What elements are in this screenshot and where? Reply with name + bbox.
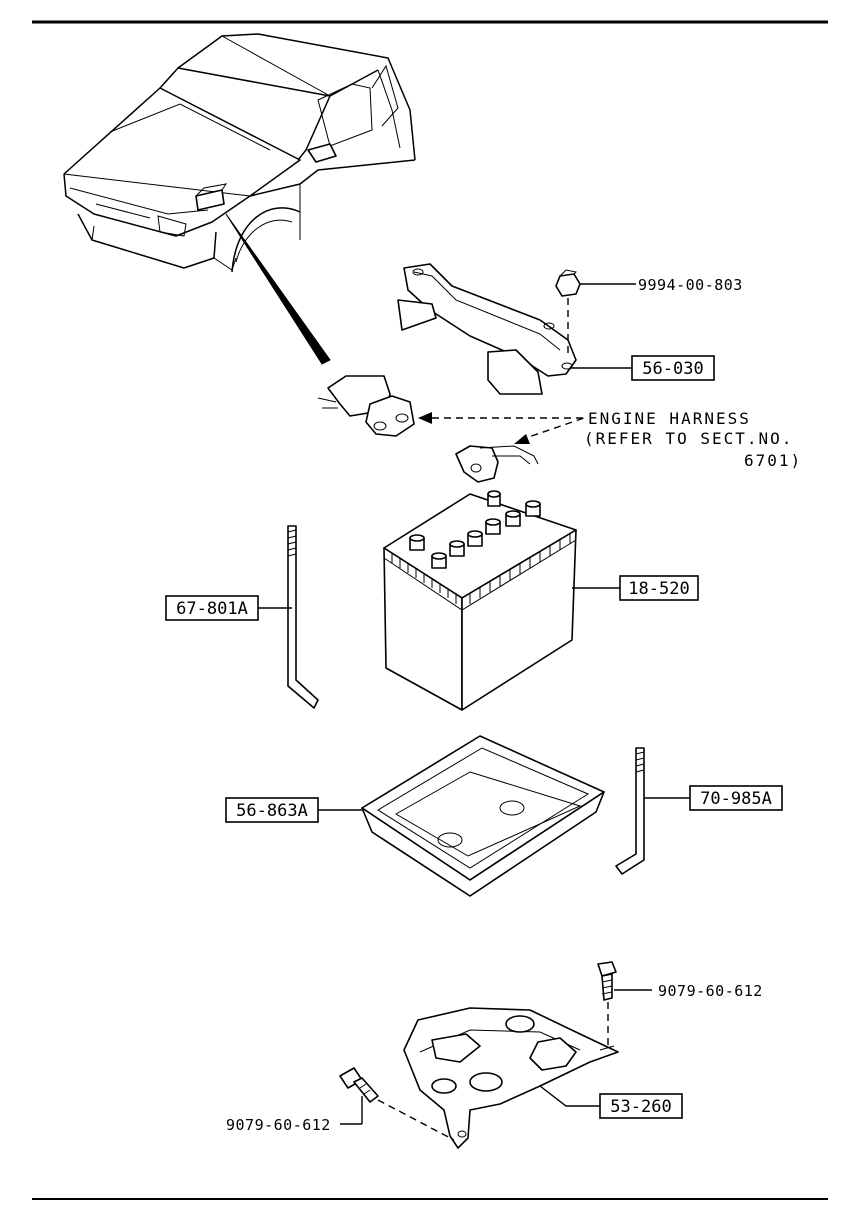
callout-hold-rod-right-text: 70-985A <box>700 789 772 809</box>
terminal-clamp-part <box>455 445 539 483</box>
callout-battery-clamp: 56-030 <box>631 355 715 381</box>
callout-hold-rod-left-text: 67-801A <box>176 599 248 619</box>
harness-arrow-1 <box>418 412 432 424</box>
callout-hold-rod-right: 70-985A <box>689 785 783 811</box>
callout-battery-tray-text: 56-863A <box>236 801 308 821</box>
callout-bolt-left: 9079-60-612 <box>226 1116 331 1134</box>
battery-cell-caps <box>409 490 541 569</box>
note-line-2: (REFER TO SECT.NO. <box>584 429 793 448</box>
note-line-1: ENGINE HARNESS <box>588 409 751 428</box>
harness-arrow-2 <box>514 434 530 444</box>
callout-hold-rod-left: 67-801A <box>165 595 259 621</box>
nut-part <box>555 269 581 354</box>
tray-bracket-part <box>403 1007 619 1149</box>
leader-lines <box>258 283 690 1125</box>
car-illustration <box>63 33 416 273</box>
callout-battery-text: 18-520 <box>628 579 689 599</box>
callout-tray-bracket-text: 53-260 <box>610 1097 671 1117</box>
callout-battery: 18-520 <box>619 575 699 601</box>
battery-clamp-part <box>397 263 577 395</box>
battery-part <box>383 490 577 711</box>
harness-leader-2 <box>519 417 585 441</box>
hold-rod-right-part <box>615 747 645 875</box>
callout-tray-bracket: 53-260 <box>599 1093 683 1119</box>
pointer-wedge <box>225 213 331 365</box>
terminal-cover-part <box>317 375 415 437</box>
bolt-left-part <box>339 1067 455 1141</box>
battery-tray-part <box>361 735 605 897</box>
engine-harness-note: ENGINE HARNESS (REFER TO SECT.NO. 6701) <box>584 409 802 470</box>
callout-nut-top: 9994-00-803 <box>638 276 743 294</box>
note-line-3: 6701) <box>744 451 802 470</box>
bolt-right-part <box>597 961 617 1050</box>
callout-battery-tray: 56-863A <box>225 797 319 823</box>
hold-rod-left-part <box>287 525 319 709</box>
callout-battery-clamp-text: 56-030 <box>642 359 703 379</box>
callout-bolt-right: 9079-60-612 <box>658 982 763 1000</box>
